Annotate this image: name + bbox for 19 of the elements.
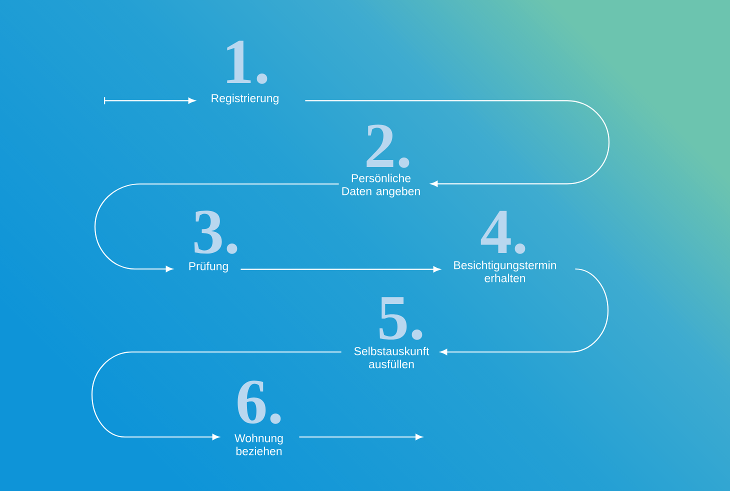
- arrow: [240, 266, 440, 272]
- step-label: Registrierung: [212, 94, 278, 105]
- step-number: 3.: [194, 210, 238, 254]
- step-number: 1.: [227, 40, 268, 84]
- arrow: [299, 434, 422, 440]
- arrow: [440, 268, 609, 356]
- step-number: 2.: [366, 124, 410, 168]
- step-number: 6.: [238, 380, 281, 424]
- step-label: Besichtigungstermin erhalten: [454, 260, 556, 282]
- arrow: [91, 351, 342, 440]
- step-label: Prüfung: [189, 262, 228, 272]
- step-label: Wohnung beziehen: [234, 434, 283, 456]
- arrow: [305, 100, 610, 187]
- step-number: 5.: [380, 297, 422, 340]
- arrow: [104, 97, 196, 104]
- step-number: 4.: [480, 210, 526, 254]
- arrow: [94, 183, 339, 272]
- step-label: Selbstauskunft ausfüllen: [354, 346, 430, 368]
- step-label: Persönliche Daten angeben: [342, 174, 420, 198]
